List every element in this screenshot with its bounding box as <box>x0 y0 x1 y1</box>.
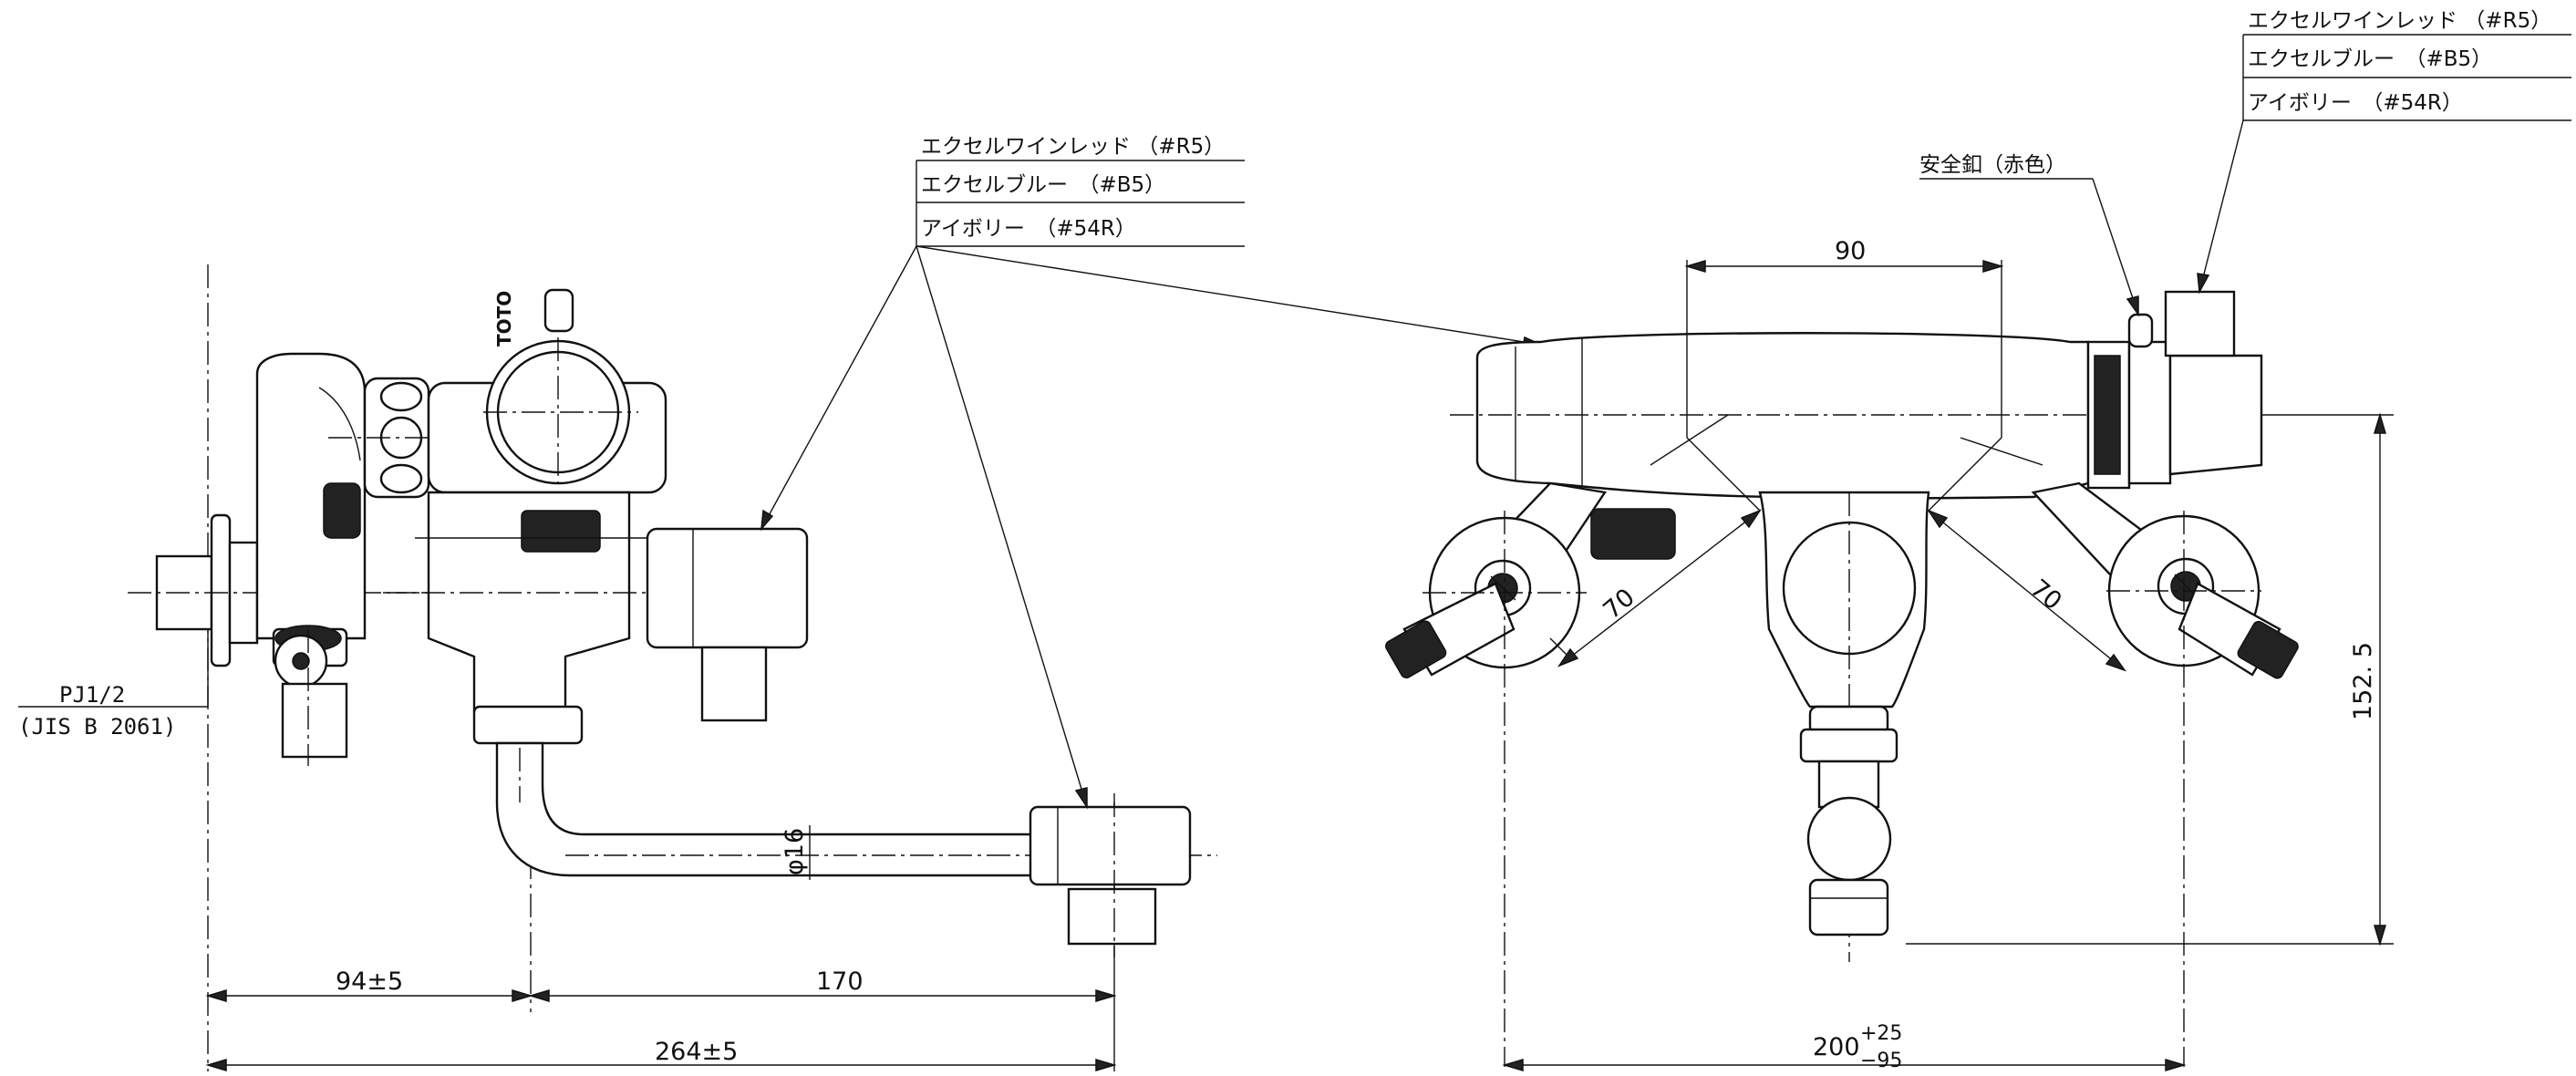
height-dimension: 152. 5 <box>2349 642 2377 720</box>
front-view: 90 70 70 152. 5 200 +25 −95 <box>1385 237 2394 1072</box>
brand-logo: TOTO <box>493 291 515 347</box>
color-callout-middle: エクセルワインレッド （#R5） エクセルブルー （#B5） アイボリー （#5… <box>760 135 1544 810</box>
callout-blue-label: エクセルブルー （#B5） <box>921 173 1165 197</box>
callout-right-blue-label: エクセルブルー （#B5） <box>2248 47 2492 71</box>
callout-right-ivory-label: アイボリー （#54R） <box>2248 91 2463 115</box>
safety-button-label: 安全釦（赤色） <box>1919 153 2066 177</box>
pitch-plus-tolerance: +25 <box>1860 1022 1902 1045</box>
connection-standard-label: (JIS B 2061) <box>18 714 176 740</box>
callout-right-wine-red-label: エクセルワインレッド （#R5） <box>2248 9 2551 33</box>
overall-depth-dimension: 264±5 <box>655 1038 738 1066</box>
pipe-diameter-label: φ16 <box>781 828 809 875</box>
handle-spacing-dimension: 90 <box>1835 237 1866 265</box>
left-angle-dimension: 70 <box>1598 584 1640 626</box>
spout-reach-dimension: 170 <box>816 967 864 996</box>
color-callout-right: エクセルワインレッド （#R5） エクセルブルー （#B5） アイボリー （#5… <box>2197 9 2571 295</box>
side-view: TOTO φ16 PJ1/2 (JIS B 2061) <box>18 264 1217 1072</box>
right-angle-dimension: 70 <box>2025 574 2067 616</box>
left-offset-dimension: 94±5 <box>336 967 403 996</box>
pitch-minus-tolerance: −95 <box>1860 1050 1902 1072</box>
callout-wine-red-label: エクセルワインレッド （#R5） <box>921 135 1225 159</box>
callout-ivory-label: アイボリー （#54R） <box>921 217 1136 241</box>
pitch-main-dimension: 200 <box>1813 1033 1860 1061</box>
safety-button-callout: 安全釦（赤色） <box>1919 153 2139 317</box>
connection-thread-label: PJ1/2 <box>59 682 125 708</box>
